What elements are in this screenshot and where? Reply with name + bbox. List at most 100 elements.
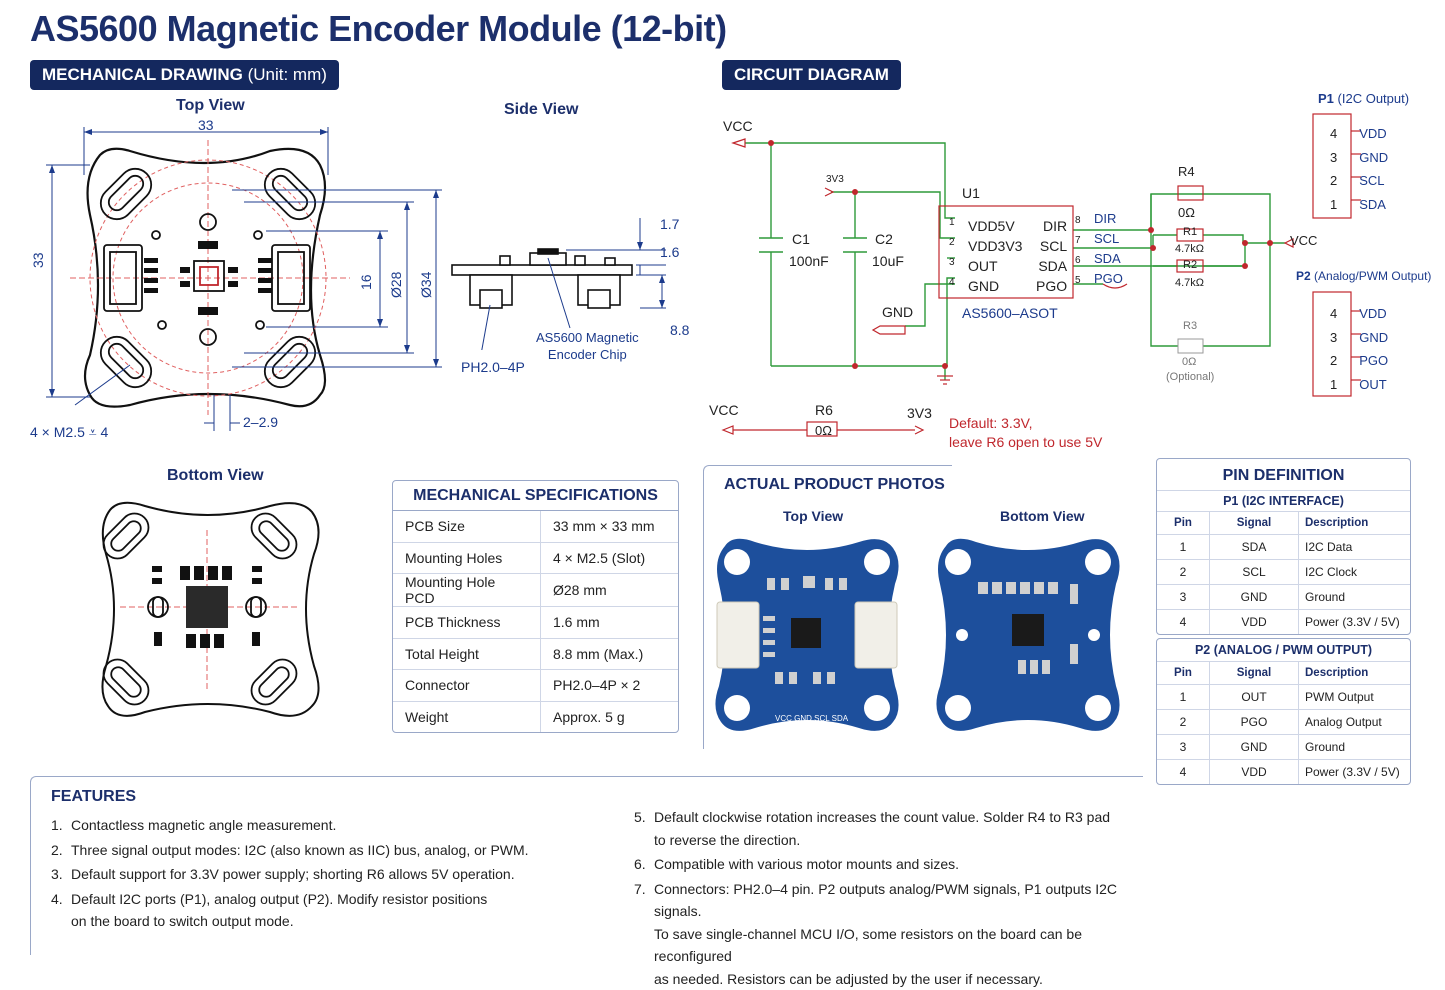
net-sda: SDA bbox=[1094, 249, 1123, 269]
item-num: 6. bbox=[634, 853, 654, 876]
photo-bottom-label: Bottom View bbox=[1000, 508, 1085, 524]
list-item: 3.Default support for 3.3V power supply;… bbox=[51, 863, 611, 886]
list-item: 6.Compatible with various motor mounts a… bbox=[634, 853, 1154, 876]
features-title: FEATURES bbox=[51, 788, 136, 806]
chip-name: AS5600–ASOT bbox=[962, 305, 1058, 321]
pin-dir: DIR bbox=[1036, 216, 1067, 236]
item-text-line-3: as needed. Resistors can be adjusted by … bbox=[654, 971, 1043, 987]
page-title: AS5600 Magnetic Encoder Module (12-bit) bbox=[30, 8, 727, 50]
p2-pin-num: 1 bbox=[1330, 373, 1337, 397]
chip-left-pins: VDD5V VDD3V3 OUT GND bbox=[968, 216, 1022, 296]
cell-description: Ground bbox=[1299, 735, 1411, 760]
net-labels: DIR SCL SDA PGO bbox=[1094, 209, 1123, 289]
num-7: 7 bbox=[1075, 231, 1081, 251]
list-item: 1.Contactless magnetic angle measurement… bbox=[51, 814, 611, 837]
item-text: Contactless magnetic angle measurement. bbox=[71, 814, 336, 837]
top-view-label: Top View bbox=[176, 97, 245, 115]
p1-pin-num: 4 bbox=[1330, 122, 1337, 146]
chip-left-nums: 1 2 3 4 bbox=[949, 213, 955, 293]
side-dim-88: 8.8 bbox=[670, 322, 689, 338]
mounting-holes-dim: 4 × M2.5 ⩡ 4 bbox=[30, 424, 108, 441]
r2-label: R2 bbox=[1183, 259, 1197, 271]
badge-text: MECHANICAL DRAWING bbox=[42, 65, 243, 84]
p1-pin-num: 1 bbox=[1330, 193, 1337, 217]
pin-sda: SDA bbox=[1036, 256, 1067, 276]
features-section: FEATURES 1.Contactless magnetic angle me… bbox=[30, 776, 1143, 955]
list-item: 2.Three signal output modes: I2C (also k… bbox=[51, 839, 611, 862]
item-text-line-1: Default I2C ports (P1), analog output (P… bbox=[71, 891, 487, 907]
3v3-label: 3V3 bbox=[826, 174, 844, 185]
num-5: 5 bbox=[1075, 271, 1081, 291]
item-num: 2. bbox=[51, 839, 71, 862]
features-left: 1.Contactless magnetic angle measurement… bbox=[51, 814, 611, 933]
item-text: Connectors: PH2.0–4 pin. P2 outputs anal… bbox=[654, 878, 1154, 990]
p1-pin-sig: GND bbox=[1359, 146, 1388, 170]
r1-label: R1 bbox=[1183, 226, 1197, 238]
side-connector-label: PH2.0–4P bbox=[461, 359, 525, 375]
cell-pin: 4 bbox=[1157, 610, 1210, 635]
r6-note: Default: 3.3V,leave R6 open to use 5V bbox=[949, 414, 1102, 452]
p1-title-name: P1 bbox=[1318, 91, 1334, 106]
pin-scl: SCL bbox=[1036, 236, 1067, 256]
p1-title: P1 (I2C Output) bbox=[1318, 91, 1409, 106]
cell-description: Power (3.3V / 5V) bbox=[1299, 610, 1411, 635]
num-4: 4 bbox=[949, 273, 955, 293]
p2-pin-num: 2 bbox=[1330, 349, 1337, 373]
item-num: 4. bbox=[51, 888, 71, 933]
cell-pin: 1 bbox=[1157, 685, 1210, 710]
num-6: 6 bbox=[1075, 251, 1081, 271]
spec-value: Approx. 5 g bbox=[541, 701, 679, 732]
col-pin: Pin bbox=[1157, 662, 1210, 685]
p2-title: P2 (Analog/PWM Output) bbox=[1296, 269, 1431, 283]
p2-pin-row: 1 OUT bbox=[1330, 373, 1388, 397]
cell-description: I2C Clock bbox=[1299, 560, 1411, 585]
cell-pin: 2 bbox=[1157, 710, 1210, 735]
item-num: 3. bbox=[51, 863, 71, 886]
item-text-line-2: To save single-channel MCU I/O, some res… bbox=[654, 926, 1082, 965]
list-item: 7.Connectors: PH2.0–4 pin. P2 outputs an… bbox=[634, 878, 1154, 990]
item-text-line-2: to reverse the direction. bbox=[654, 832, 800, 848]
slot-dim: 2–2.9 bbox=[243, 414, 278, 430]
pin-out: OUT bbox=[968, 256, 1022, 276]
r6-value: 0Ω bbox=[815, 423, 832, 438]
r6-3v3-label: 3V3 bbox=[907, 405, 932, 421]
list-item: 5.Default clockwise rotation increases t… bbox=[634, 806, 1154, 851]
photo-bottom-view bbox=[928, 532, 1128, 738]
p2-pin-sig: OUT bbox=[1359, 373, 1386, 397]
num-2: 2 bbox=[949, 233, 955, 253]
cell-signal: GND bbox=[1210, 735, 1299, 760]
cell-signal: SDA bbox=[1210, 535, 1299, 560]
p2-title-name: P2 bbox=[1296, 269, 1311, 283]
side-view-label: Side View bbox=[504, 101, 578, 119]
cell-pin: 1 bbox=[1157, 535, 1210, 560]
side-dim-17: 1.7 bbox=[660, 216, 679, 232]
item-text-line-2: on the board to switch output mode. bbox=[71, 913, 294, 929]
p2-pin-num: 4 bbox=[1330, 302, 1337, 326]
cell-signal: PGO bbox=[1210, 710, 1299, 735]
note-line-1: Default: 3.3V, bbox=[949, 414, 1102, 433]
p2-title-sub: (Analog/PWM Output) bbox=[1314, 269, 1431, 283]
features-right: 5.Default clockwise rotation increases t… bbox=[634, 806, 1154, 990]
c1-label: C1 bbox=[792, 231, 810, 247]
r3-optional: (Optional) bbox=[1166, 371, 1214, 383]
spec-value: 8.8 mm (Max.) bbox=[541, 638, 679, 670]
num-3: 3 bbox=[949, 253, 955, 273]
cell-description: Analog Output bbox=[1299, 710, 1411, 735]
